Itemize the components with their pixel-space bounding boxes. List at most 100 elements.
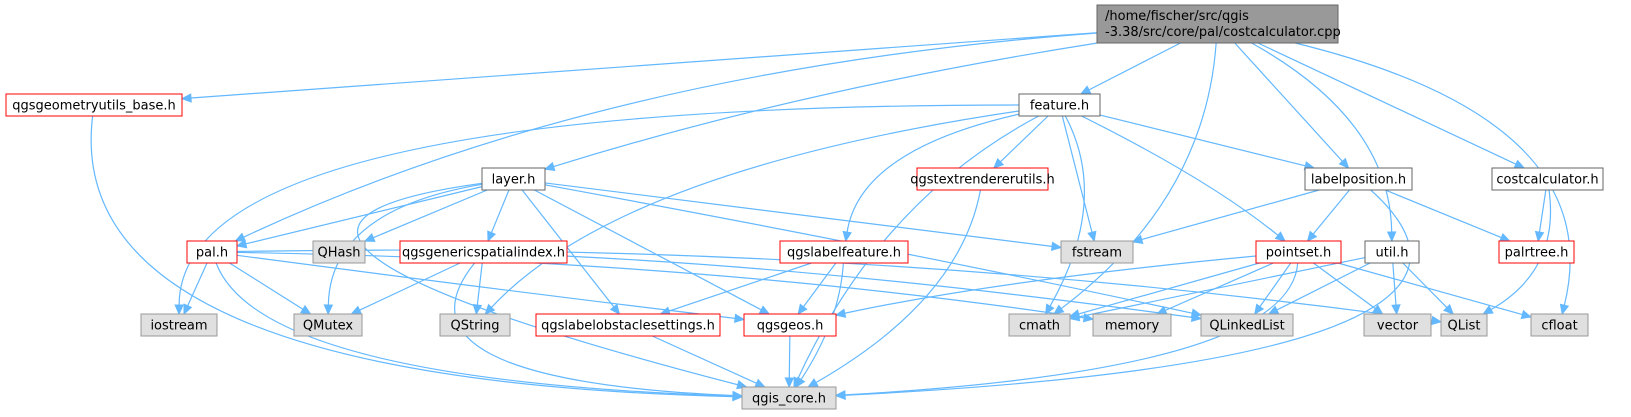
node-label: iostream: [150, 319, 207, 334]
edge-arrowhead: [1443, 303, 1455, 315]
node-box: [312, 240, 366, 264]
node-box: [741, 386, 837, 410]
edge-root-to-cmath: [1053, 42, 1217, 315]
node-box: [1255, 240, 1342, 264]
node-label: cmath: [1019, 319, 1060, 334]
edge-arrowhead: [235, 239, 248, 249]
edge-arrowhead: [543, 161, 556, 171]
edge-line: [454, 262, 734, 397]
node-qgslabelobstaclesettings[interactable]: qgslabelobstaclesettings.h: [535, 313, 721, 337]
edge-line: [544, 182, 1053, 247]
edge-arrowhead: [807, 378, 819, 388]
edge-line: [1257, 42, 1517, 165]
edge-costcalculator-to-palrtree: [1534, 189, 1547, 243]
edge-arrowhead: [234, 232, 247, 242]
edge-line: [236, 254, 736, 319]
edge-line: [844, 189, 1411, 396]
edge-arrowhead: [1559, 303, 1570, 316]
edge-arrowhead: [732, 390, 744, 401]
edge-arrowhead: [484, 303, 496, 315]
edge-arrowhead: [1391, 304, 1401, 316]
edge-line: [1312, 189, 1350, 235]
node-qgsgeometryutils-base[interactable]: qgsgeometryutils_base.h: [5, 93, 183, 117]
edge-arrowhead: [1079, 85, 1092, 95]
edge-util-to-vector: [1391, 262, 1401, 316]
node-qgsgenericspatialindex[interactable]: qgsgenericspatialindex.h: [399, 240, 568, 264]
edge-line: [1385, 189, 1502, 239]
edge-feature-to-qgstextrendererutils: [993, 115, 1049, 169]
node-palrtree[interactable]: palrtree.h: [1498, 240, 1575, 264]
node-label: layer.h: [492, 173, 536, 188]
edge-line: [534, 189, 762, 311]
edge-layer-to-pal: [235, 186, 483, 249]
edge-arrowhead: [1068, 312, 1081, 322]
node-label: QLinkedList: [1209, 319, 1284, 334]
edge-feature-to-fstream: [1061, 115, 1097, 243]
edge-line: [1538, 189, 1547, 233]
edge-arrowhead: [784, 377, 795, 389]
edge-line: [373, 189, 488, 239]
edge-arrowhead: [1087, 230, 1097, 243]
edge-qgslabelfeature-to-qgsgeos: [797, 262, 837, 315]
edge-line: [1060, 42, 1217, 310]
edge-line: [788, 335, 791, 379]
edge-feature-to-iostream: [174, 104, 1020, 316]
node-feature[interactable]: feature.h: [1018, 93, 1101, 117]
edge-root-to-util: [1251, 42, 1397, 243]
edge-line: [1402, 262, 1448, 309]
edge-qgsgenericspatialindex-to-qlinkedlist: [566, 255, 1203, 323]
edge-line: [1099, 114, 1306, 167]
node-qlinkedlist: QLinkedList: [1200, 313, 1294, 337]
edge-line: [844, 262, 1299, 396]
edge-layer-to-qgslabelobstaclesettings: [521, 189, 621, 315]
edge-arrowhead: [1372, 304, 1384, 315]
edge-line: [327, 183, 483, 306]
edge-arrowhead: [183, 303, 193, 316]
node-box: [1498, 240, 1575, 264]
node-fstream: fstream: [1060, 240, 1134, 264]
edge-layer-to-qgis_core: [356, 182, 748, 390]
edge-pal-to-qmutex: [229, 262, 312, 315]
node-memory: memory: [1092, 313, 1172, 337]
node-pointset[interactable]: pointset.h: [1255, 240, 1342, 264]
node-label: /home/fischer/src/qgis: [1105, 9, 1249, 24]
edge-root-to-pal: [234, 32, 1098, 242]
edge-arrowhead: [174, 304, 184, 316]
edge-line: [491, 110, 1020, 308]
edge-line: [1049, 115, 1085, 307]
node-layer[interactable]: layer.h: [481, 167, 546, 191]
node-labelposition[interactable]: labelposition.h: [1304, 167, 1413, 191]
node-qgstextrendererutils[interactable]: qgstextrendererutils.h: [910, 167, 1055, 191]
edge-line: [652, 335, 757, 384]
edge-root-to-feature: [1079, 42, 1181, 95]
edge-line: [1276, 262, 1371, 311]
edge-arrowhead: [758, 305, 771, 315]
node-qgsgeos[interactable]: qgsgeos.h: [743, 313, 837, 337]
edge-line: [1251, 42, 1393, 233]
edge-line: [1313, 262, 1376, 310]
edge-arrowhead: [733, 313, 746, 324]
edge-arrowhead: [1131, 234, 1144, 244]
edge-feature-to-cmath: [1045, 115, 1085, 316]
node-qgslabelfeature[interactable]: qgslabelfeature.h: [779, 240, 909, 264]
node-costcalculator[interactable]: costcalculator.h: [1491, 167, 1604, 191]
edge-arrowhead: [323, 304, 334, 316]
edge-line: [90, 115, 734, 398]
node-util[interactable]: util.h: [1364, 240, 1420, 264]
edge-layer: [90, 32, 1571, 402]
edge-line: [215, 262, 734, 397]
node-qmutex: QMutex: [293, 313, 363, 337]
node-box: [293, 313, 363, 337]
edge-pointset-to-qlinkedlist: [1254, 262, 1292, 316]
edge-pointset-to-qgsgeos: [834, 255, 1257, 318]
node-label: feature.h: [1030, 99, 1089, 114]
edge-labelposition-to-fstream: [1131, 189, 1320, 244]
edge-qgsgenericspatialindex-to-qstring: [472, 262, 483, 316]
edge-arrowhead: [299, 304, 312, 315]
edge-line: [236, 251, 1085, 319]
edge-arrowhead: [1190, 312, 1203, 323]
node-label: qgis_core.h: [752, 392, 826, 407]
node-pal[interactable]: pal.h: [186, 240, 238, 264]
edge-pointset-to-vector: [1313, 262, 1384, 315]
node-label: fstream: [1072, 246, 1122, 261]
